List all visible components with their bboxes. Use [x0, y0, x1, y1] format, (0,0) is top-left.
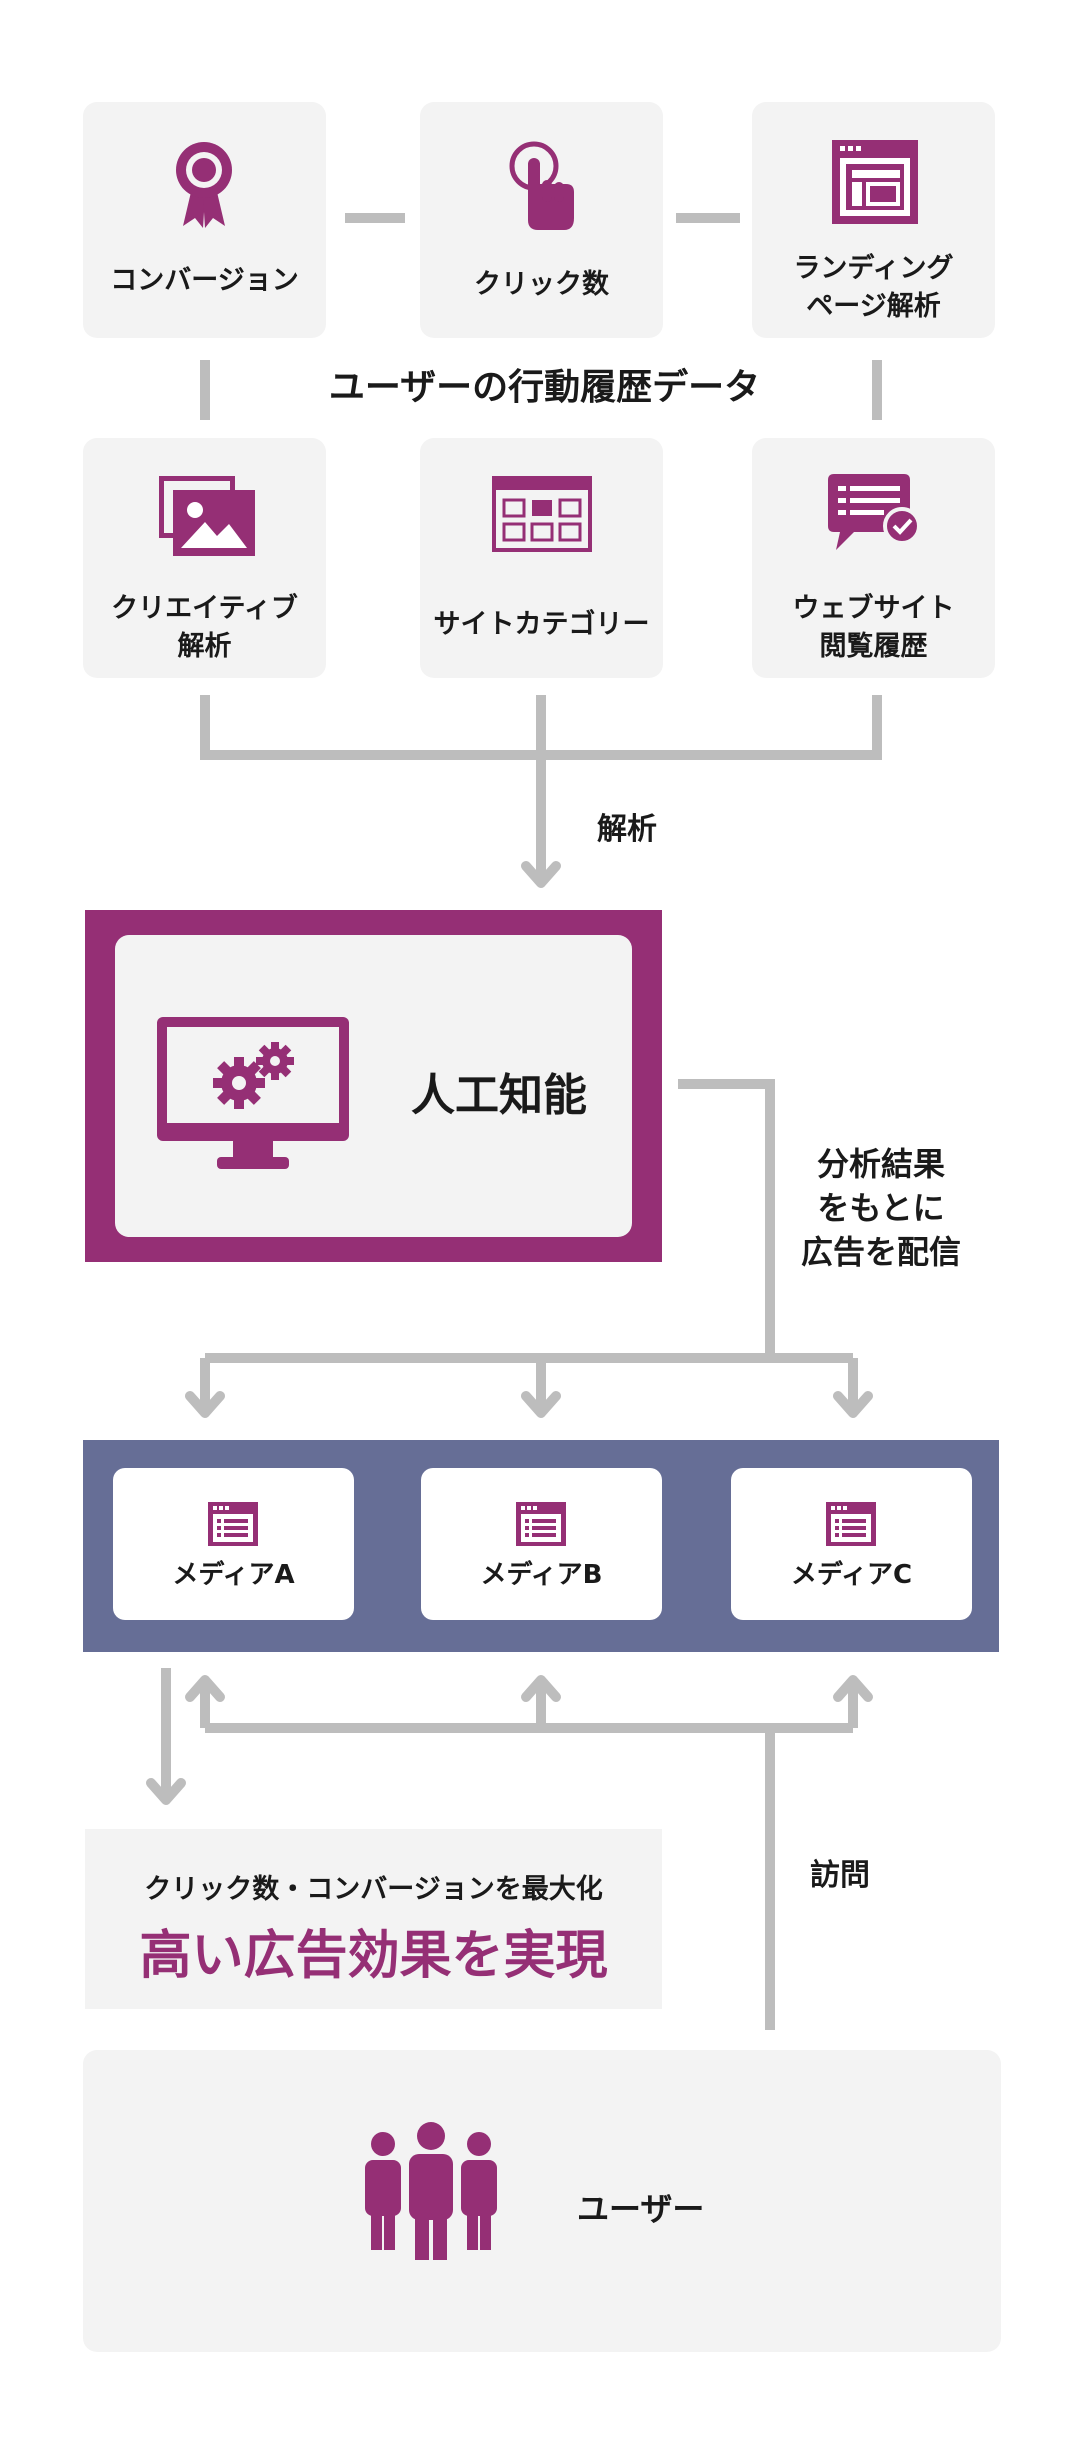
- page-list-icon: [826, 1502, 876, 1546]
- chat-check-icon: [828, 474, 921, 550]
- ai-panel: 人工知能: [115, 935, 632, 1237]
- monitor-gears-icon: [157, 1017, 349, 1169]
- image-gallery-icon: [159, 476, 255, 556]
- result-title: 高い広告効果を実現: [139, 1926, 608, 1986]
- site-grid-icon: [492, 476, 592, 552]
- source-label: ウェブサイト 閲覧履歴: [792, 593, 955, 662]
- media-band: メディアA メディアB メディアC: [83, 1440, 999, 1652]
- user-box: ユーザー: [83, 2050, 1001, 2352]
- analysis-label: 解析: [597, 812, 657, 847]
- data-title: ユーザーの行動履歴データ: [328, 367, 761, 408]
- award-ribbon-icon: [176, 142, 232, 228]
- user-label: ユーザー: [577, 2190, 705, 2228]
- source-label: サイトカテゴリー: [433, 609, 650, 640]
- web-layout-icon: [832, 140, 918, 224]
- media-card-c: メディアC: [731, 1468, 972, 1620]
- source-card-conversion: コンバージョン: [83, 102, 326, 338]
- ai-block: 人工知能: [85, 910, 662, 1262]
- source-card-landing: ランディング ページ解析: [752, 102, 995, 338]
- media-card-b: メディアB: [421, 1468, 662, 1620]
- page-list-icon: [516, 1502, 566, 1546]
- result-box: クリック数・コンバージョンを最大化 高い広告効果を実現: [85, 1829, 662, 2009]
- source-card-clicks: クリック数: [420, 102, 663, 338]
- media-label: メディアC: [790, 1560, 913, 1590]
- source-label: クリック数: [474, 269, 609, 300]
- media-label: メディアA: [172, 1560, 295, 1590]
- source-card-creative: クリエイティブ 解析: [83, 438, 326, 678]
- page-list-icon: [208, 1502, 258, 1546]
- result-subtitle: クリック数・コンバージョンを最大化: [144, 1874, 603, 1905]
- hand-click-icon: [509, 141, 574, 230]
- source-label: コンバージョン: [110, 265, 299, 296]
- source-label: ランディング ページ解析: [793, 253, 954, 322]
- people-group-icon: [365, 2122, 497, 2260]
- distribution-label: 分析結果 をもとに 広告を配信: [800, 1145, 961, 1271]
- source-label: クリエイティブ 解析: [111, 593, 298, 662]
- media-card-a: メディアA: [113, 1468, 354, 1620]
- visit-label: 訪問: [810, 1858, 870, 1893]
- ai-label: 人工知能: [411, 1070, 587, 1121]
- source-card-browsing-history: ウェブサイト 閲覧履歴: [752, 438, 995, 678]
- source-card-site-category: サイトカテゴリー: [420, 438, 663, 678]
- media-label: メディアB: [480, 1560, 603, 1590]
